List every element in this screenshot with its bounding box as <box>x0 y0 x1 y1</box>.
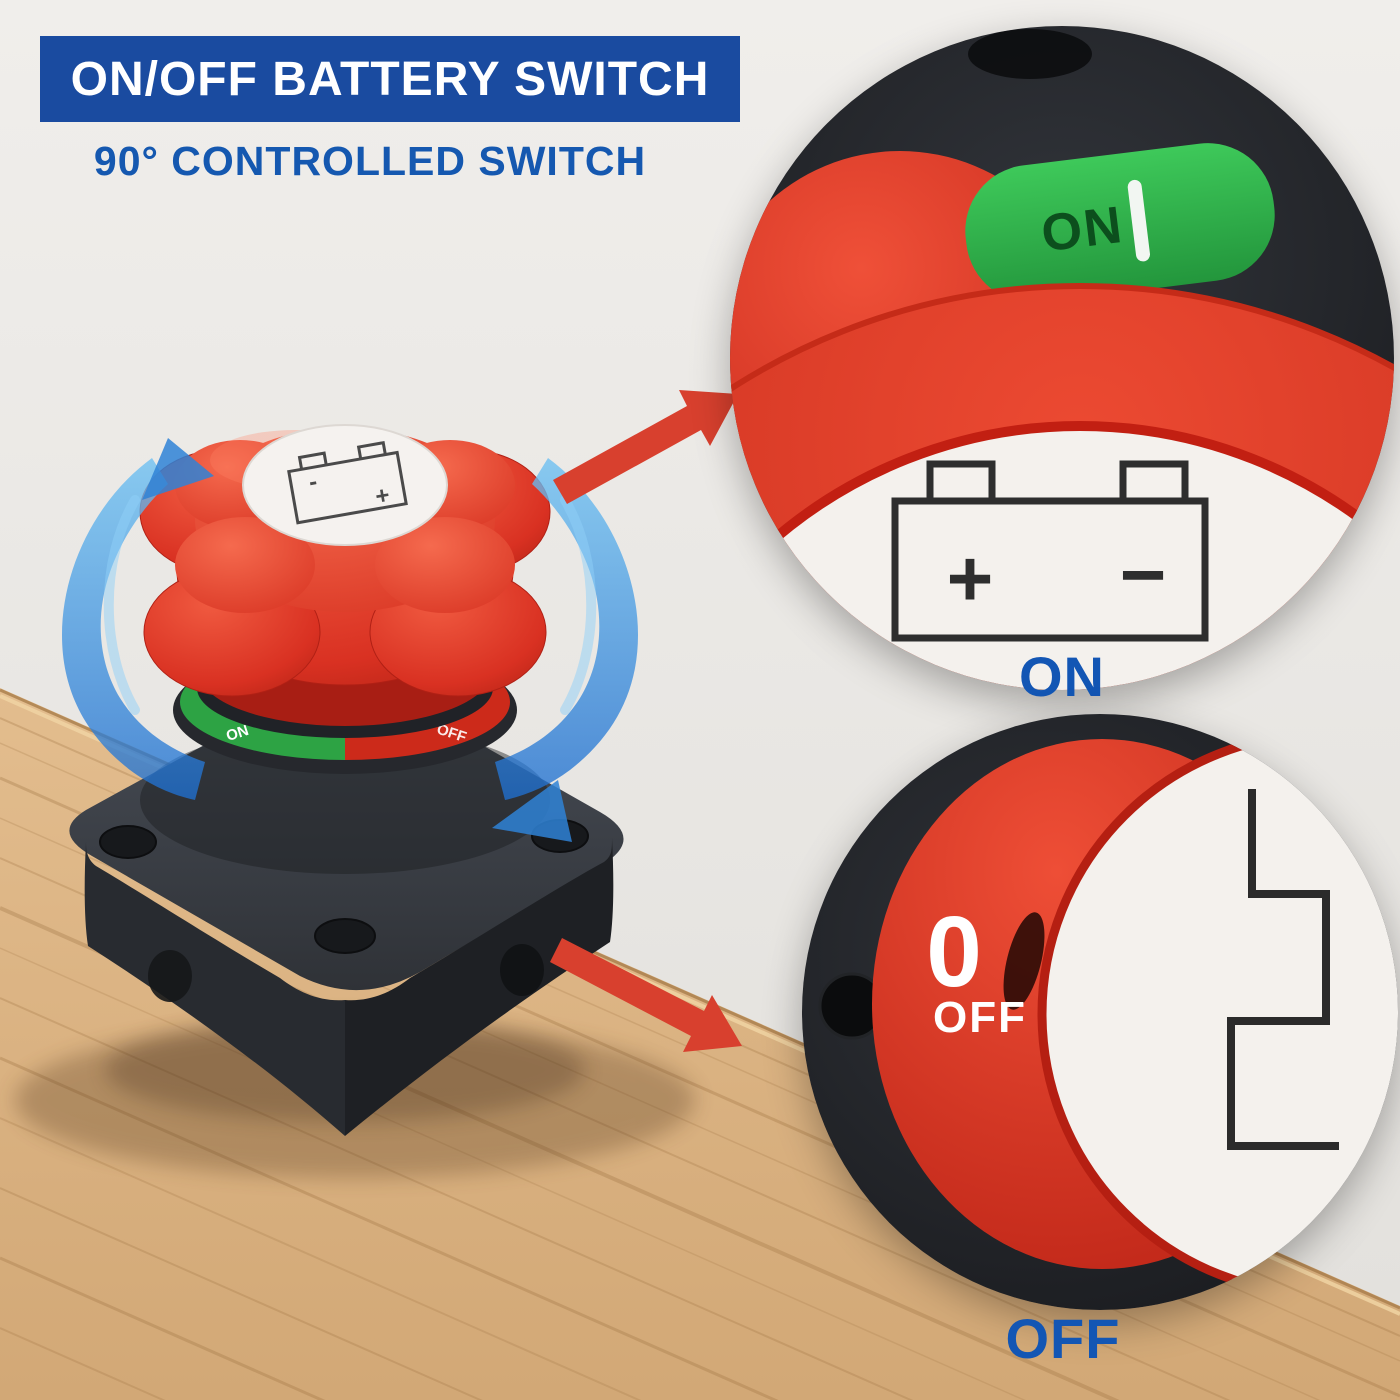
callout-on-detail: ON + − <box>730 26 1394 690</box>
subtitle: 90° CONTROLLED SWITCH <box>93 138 647 184</box>
housing-bolt-icon <box>968 29 1092 79</box>
mount-hole-icon <box>99 825 157 859</box>
off-caption: OFF <box>1005 1307 1121 1370</box>
battery-icon <box>287 440 408 525</box>
battery-icon <box>891 460 1209 642</box>
callout-on: ON + − <box>730 26 1394 690</box>
knob-top-label <box>242 424 448 546</box>
dial-off-label: OFF <box>933 993 1027 1042</box>
rotation-ribbon-left-icon <box>62 438 214 800</box>
switch-knob: - + <box>139 424 551 726</box>
screw-recess-icon <box>500 944 544 996</box>
battery-minus-label: − <box>1120 530 1167 619</box>
battery-plus-label: + <box>947 534 994 623</box>
callout-off-detail: 0 OFF <box>802 714 1398 1310</box>
battery-outline-zoom-icon <box>1227 789 1339 1150</box>
title-banner: ON/OFF BATTERY SWITCH <box>40 36 740 122</box>
screw-recess-icon <box>148 950 192 1002</box>
callout-off: 0 OFF <box>802 714 1398 1310</box>
label-plus: + <box>373 482 391 511</box>
dial-on-label: ON <box>1038 196 1126 264</box>
mount-hole-icon <box>314 918 376 954</box>
knob-grip-notch-icon <box>1003 912 1045 1010</box>
base-right-face <box>345 838 614 1136</box>
on-indicator: ON <box>965 143 1275 303</box>
rotation-ribbon-right-icon <box>492 458 638 842</box>
base-left-face <box>84 842 346 1136</box>
switch-base <box>69 695 624 1136</box>
zoom-arrow-to-off-icon <box>550 938 742 1052</box>
on-caption: ON <box>1019 645 1105 708</box>
zoom-arrow-to-on-icon <box>553 390 738 504</box>
on-tick-icon <box>1127 179 1151 262</box>
battery-switch-product: ON OFF <box>62 424 638 1136</box>
dial-zero-label: 0 <box>926 896 982 1008</box>
ring-on-label: ON <box>224 722 251 745</box>
page-title: ON/OFF BATTERY SWITCH <box>70 52 710 106</box>
